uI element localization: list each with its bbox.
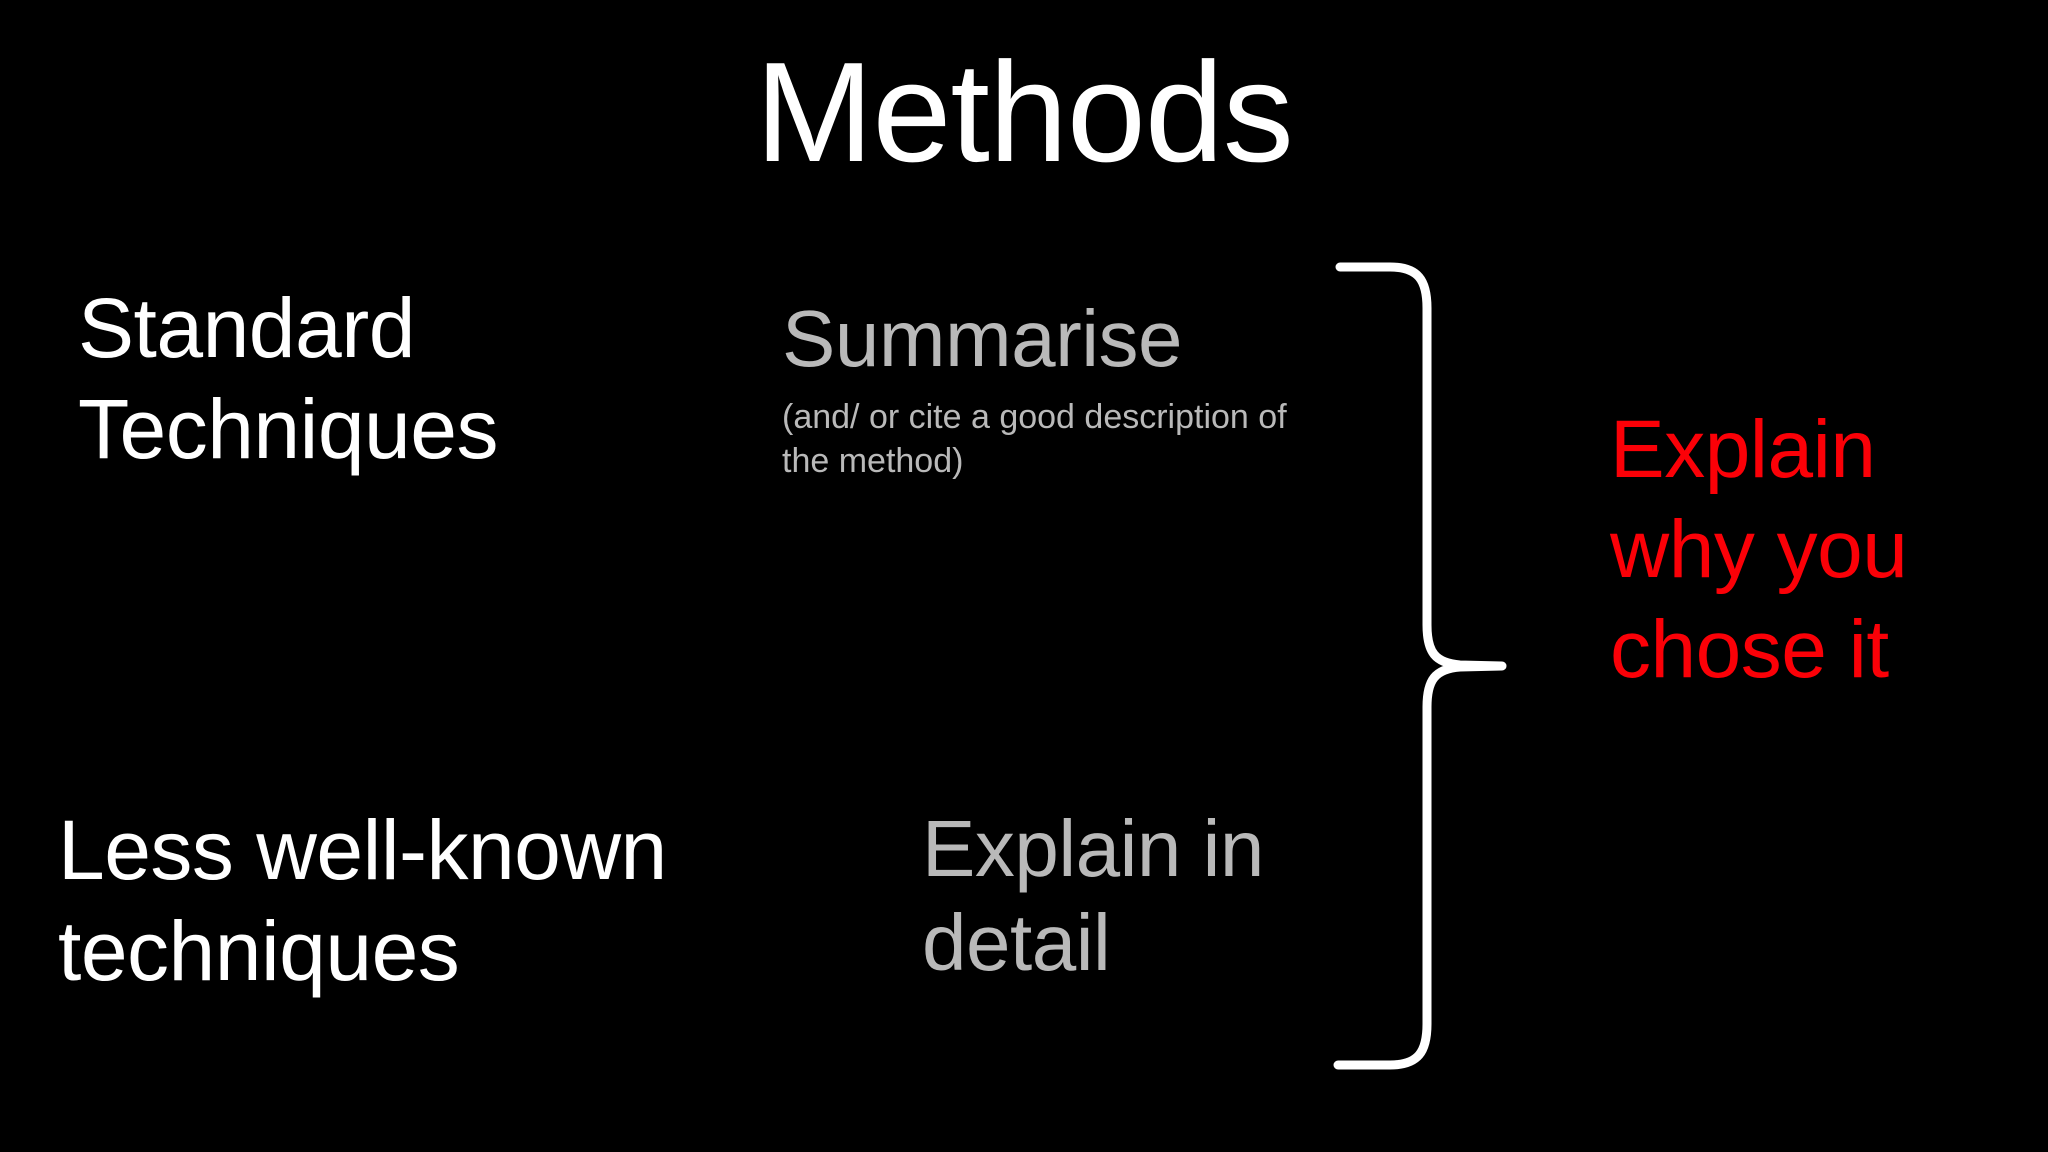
middle-item-explain-in-detail: Explain in detail bbox=[922, 804, 1264, 988]
right-curly-brace-icon bbox=[1330, 250, 1530, 1080]
middle-item-summarise-note: (and/ or cite a good description of the … bbox=[782, 398, 1287, 481]
middle-item-summarise-heading: Summarise bbox=[782, 294, 1183, 383]
left-item-less-well-known-techniques: Less well-known techniques bbox=[58, 803, 667, 998]
right-note-explain-why-you-chose-it: Explain why you chose it bbox=[1610, 404, 1908, 696]
left-item-standard-techniques: Standard Techniques bbox=[78, 281, 498, 476]
page-title: Methods bbox=[755, 33, 1294, 192]
